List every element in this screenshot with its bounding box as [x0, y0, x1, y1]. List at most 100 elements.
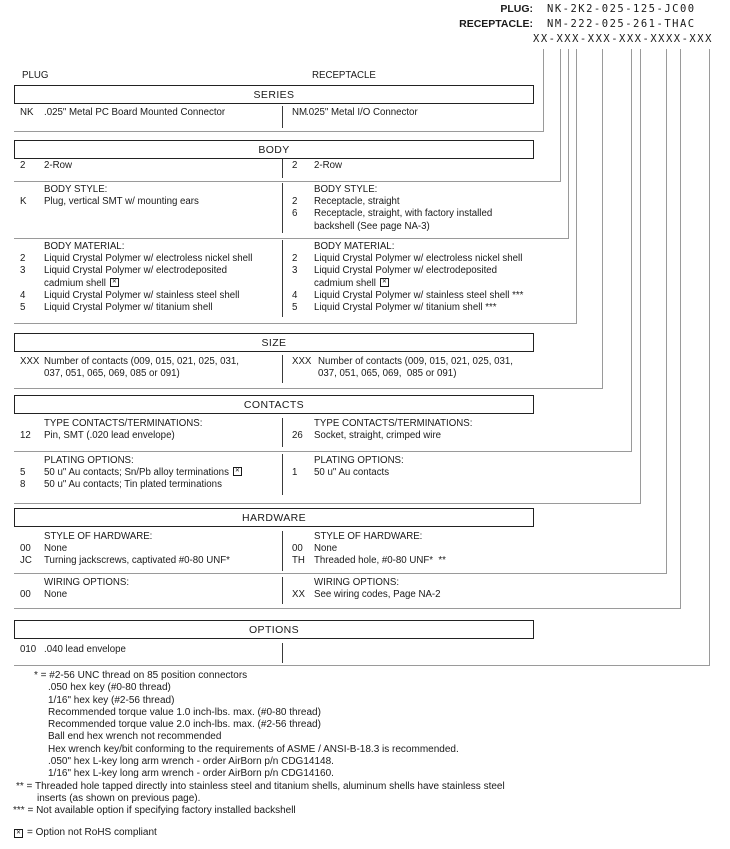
spacer [292, 368, 318, 380]
option-desc: 50 u" Au contacts; Tin plated terminatio… [44, 479, 222, 491]
option-code: 3 [292, 265, 298, 277]
body-row-column-divider [282, 159, 283, 178]
divider-series [14, 131, 544, 132]
spacer [292, 455, 314, 467]
not-rohs-compliant-icon: ✕ [14, 829, 23, 839]
divider-body-row [14, 181, 561, 182]
connector-line-contact-type [631, 49, 632, 452]
receptacle-example-value: NM-222-025-261-THAC [547, 18, 696, 30]
receptacle-example-label: RECEPTACLE: [459, 18, 533, 30]
footnote-asterisk: * = #2-56 UNC thread on 85 position conn… [34, 670, 248, 681]
option-desc: 50 u" Au contacts [314, 467, 390, 479]
spacer [20, 278, 44, 290]
option-desc: Receptacle, straight [314, 196, 400, 208]
wiring-option: 00 None [20, 589, 282, 601]
connector-line-body-style [568, 49, 569, 239]
hardware-style-left: STYLE OF HARDWARE: 00 None JC Turning ja… [20, 531, 282, 568]
option-code: XX [292, 589, 305, 601]
divider-options [14, 665, 710, 666]
option-code: JC [20, 555, 32, 567]
option-code: 2 [292, 196, 298, 208]
option-code: 00 [20, 543, 31, 555]
body-style-column-divider [282, 183, 283, 233]
body-style-left-option: K Plug, vertical SMT w/ mounting ears [20, 196, 282, 208]
footnote-double-asterisk: ** = Threaded hole tapped directly into … [16, 780, 505, 792]
spacer [292, 221, 314, 233]
option-desc: Plug, vertical SMT w/ mounting ears [44, 196, 199, 208]
body-style-right-option: 6 Receptacle, straight, with factory ins… [292, 208, 536, 220]
series-column-divider [282, 106, 283, 128]
spacer [20, 577, 44, 589]
hardware-style-heading: STYLE OF HARDWARE: [314, 531, 423, 542]
connector-line-body-row [560, 49, 561, 182]
option-desc: Liquid Crystal Polymer w/ stainless stee… [44, 289, 240, 301]
body-style-heading: BODY STYLE: [44, 184, 108, 195]
body-material-option: 3 Liquid Crystal Polymer w/ electrodepos… [292, 265, 536, 277]
plating-column-divider [282, 454, 283, 495]
option-desc: None [314, 543, 338, 555]
footnote-rohs: ✕= Option not RoHS compliant [0, 827, 730, 839]
spacer [20, 455, 44, 467]
size-header: SIZE [14, 333, 534, 352]
body-style-right-option-cont: backshell (See page NA-3) [292, 221, 536, 233]
wiring-left: WIRING OPTIONS: 00 None [20, 577, 282, 601]
divider-wiring [14, 608, 681, 609]
divider-body-style [14, 238, 569, 239]
option-code: XXX [292, 356, 312, 367]
body-material-option: 2 Liquid Crystal Polymer w/ electroless … [292, 253, 536, 265]
body-row-left: 2 2-Row [20, 160, 282, 172]
body-style-heading-row: BODY STYLE: [20, 184, 282, 196]
connector-line-body-material [576, 49, 577, 324]
plug-column-label: PLUG [22, 70, 49, 81]
footnote-line: .050 hex key (#0-80 thread) [48, 682, 171, 694]
size-right-option: XXX Number of contacts (009, 015, 021, 0… [292, 356, 536, 368]
option-desc: 2-Row [314, 160, 342, 171]
option-code: 00 [292, 543, 303, 555]
body-row-right: 2 2-Row [292, 160, 536, 172]
option-desc: Liquid Crystal Polymer w/ titanium shell… [314, 302, 497, 314]
option-desc: 50 u" Au contacts; Sn/Pb alloy terminati… [44, 467, 229, 479]
option-code: 26 [292, 430, 303, 442]
option-code: 010 [20, 644, 37, 655]
plating-option: 8 50 u" Au contacts; Tin plated terminat… [20, 479, 282, 491]
option-desc: Number of contacts (009, 015, 021, 025, … [318, 356, 513, 367]
footnote-line: inserts (as shown on previous page). [37, 792, 201, 804]
body-material-heading: BODY MATERIAL: [44, 241, 125, 252]
option-desc: See wiring codes, Page NA-2 [314, 589, 441, 601]
body-style-heading-row: BODY STYLE: [292, 184, 536, 196]
body-material-right: BODY MATERIAL: 2 Liquid Crystal Polymer … [292, 241, 536, 314]
body-row-left-option: 2 2-Row [20, 160, 282, 172]
wiring-heading: WIRING OPTIONS: [44, 577, 130, 588]
footnote-triple-asterisk: *** = Not available option if specifying… [13, 805, 296, 817]
options-column-divider [282, 643, 283, 663]
spacer [292, 184, 314, 196]
body-material-option: 5 Liquid Crystal Polymer w/ titanium she… [20, 302, 282, 314]
plating-heading: PLATING OPTIONS: [314, 455, 404, 466]
plating-heading-row: PLATING OPTIONS: [292, 455, 536, 467]
contact-type-heading: TYPE CONTACTS/TERMINATIONS: [314, 418, 473, 429]
option-code: 4 [20, 289, 26, 301]
option-desc: Liquid Crystal Polymer w/ electrodeposit… [314, 265, 498, 277]
footnote-line: Hex wrench key/bit conforming to the req… [48, 743, 459, 755]
option-code: 3 [20, 265, 26, 277]
plating-heading-row: PLATING OPTIONS: [20, 455, 282, 467]
size-left: XXX Number of contacts (009, 015, 021, 0… [20, 356, 282, 380]
divider-body-material [14, 323, 577, 324]
hardware-style-option: TH Threaded hole, #0-80 UNF* ** [292, 555, 536, 567]
option-desc-continuation: cadmium shell [314, 277, 376, 289]
options-header: OPTIONS [14, 620, 534, 639]
footnote-line: Recommended torque value 1.0 inch-lbs. m… [48, 706, 321, 718]
contact-type-left: TYPE CONTACTS/TERMINATIONS: 12 Pin, SMT … [20, 418, 282, 442]
options-option: 010 .040 lead envelope [20, 644, 282, 656]
option-desc: Liquid Crystal Polymer w/ electroless ni… [314, 253, 523, 265]
body-header: BODY [14, 140, 534, 159]
contact-type-column-divider [282, 418, 283, 447]
spacer [292, 418, 314, 430]
option-code: TH [292, 555, 305, 567]
footnote-line: Ball end hex wrench not recommended [48, 731, 222, 743]
option-code: 5 [20, 302, 26, 314]
option-desc: Liquid Crystal Polymer w/ titanium shell [44, 302, 213, 314]
option-desc: 2-Row [44, 160, 72, 171]
footnote-line: Recommended torque value 2.0 inch-lbs. m… [48, 719, 321, 731]
hardware-style-heading-row: STYLE OF HARDWARE: [20, 531, 282, 543]
